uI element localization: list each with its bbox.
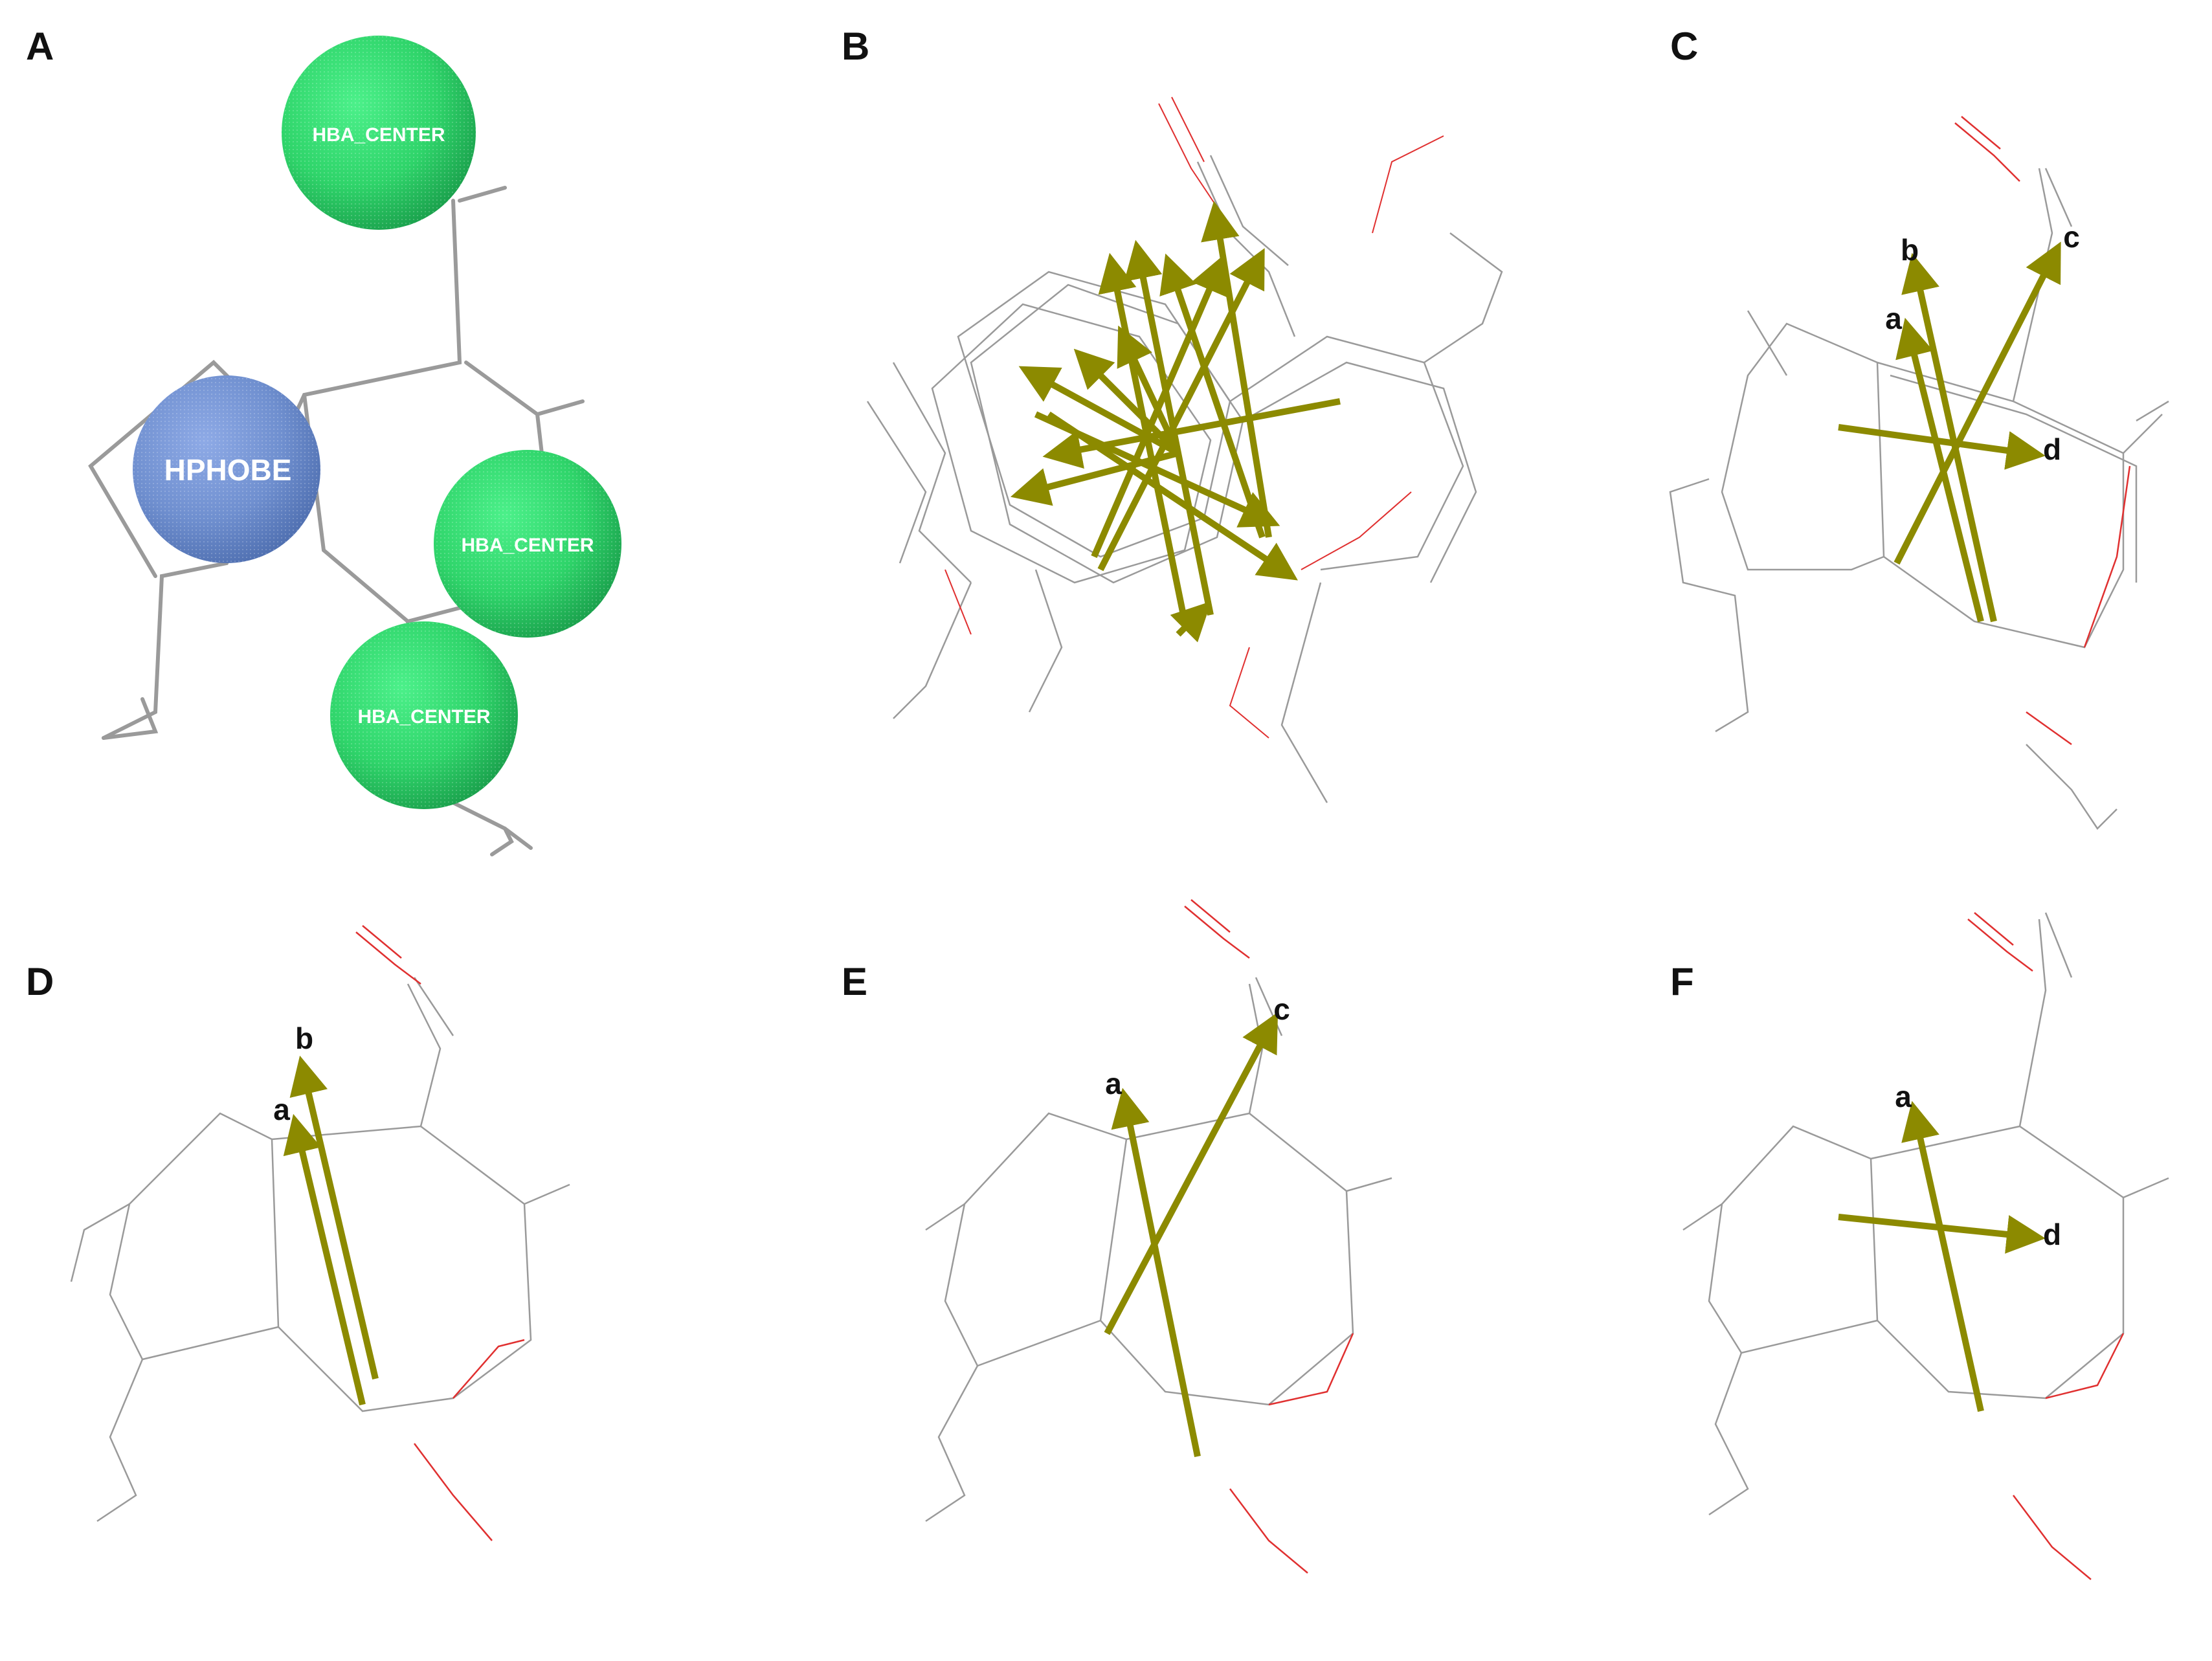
panel-d: D b a — [26, 925, 570, 1541]
vector-d — [1838, 1214, 2046, 1254]
arrow-label-a: a — [1885, 302, 1902, 335]
arrow-label-a: a — [1105, 1067, 1122, 1100]
arrow-label-d: d — [2043, 1218, 2061, 1251]
panel-f-letter: F — [1670, 960, 1694, 1003]
panel-e-letter: E — [842, 960, 867, 1003]
vector-a — [1895, 317, 1984, 623]
vector-c — [1894, 241, 2061, 565]
panel-e-molecule — [925, 899, 1392, 1574]
vector-d — [1838, 424, 2046, 470]
vector-a — [1901, 1100, 1984, 1412]
arrow-label-d: d — [2043, 432, 2061, 466]
vector-a — [283, 1113, 366, 1406]
panel-d-molecule — [70, 925, 570, 1541]
panel-d-vectors — [283, 1055, 379, 1406]
panel-a-letter: A — [26, 25, 54, 68]
hphobe-label: HPHOBE — [164, 453, 292, 487]
vector-c — [1104, 1012, 1279, 1335]
hba-label-right: HBA_CENTER — [461, 535, 594, 556]
panel-b-molecules — [866, 96, 1503, 803]
panel-e: E a c — [842, 899, 1392, 1574]
arrow-label-c: c — [2063, 220, 2080, 254]
panel-c-molecule — [1669, 116, 2169, 830]
vector-b — [289, 1055, 379, 1380]
vector-a — [1111, 1087, 1201, 1457]
arrow-label-c: c — [1273, 992, 1290, 1026]
arrow-label-a: a — [273, 1093, 290, 1126]
panel-b-vectors — [1010, 201, 1341, 643]
panel-c-vectors — [1838, 241, 2061, 623]
panel-b-letter: B — [842, 25, 869, 68]
panel-b: B — [842, 25, 1503, 803]
panel-c: C b a c d — [1669, 25, 2169, 830]
panel-c-letter: C — [1670, 25, 1698, 68]
hba-label-bottom: HBA_CENTER — [357, 706, 490, 728]
panel-f-vectors — [1838, 1100, 2046, 1412]
panel-f: F a d — [1670, 912, 2169, 1580]
hba-label-top: HBA_CENTER — [312, 124, 445, 146]
arrow-label-b: b — [295, 1021, 313, 1055]
panel-e-vectors — [1104, 1012, 1279, 1457]
arrow-label-a: a — [1895, 1080, 1912, 1113]
panel-a: A HBA_CENTER HPHOBE HBA_CENTER HBA_CENTE… — [26, 25, 621, 856]
panel-f-molecule — [1682, 912, 2169, 1580]
arrow-label-b: b — [1901, 233, 1919, 267]
panel-d-letter: D — [26, 960, 54, 1003]
